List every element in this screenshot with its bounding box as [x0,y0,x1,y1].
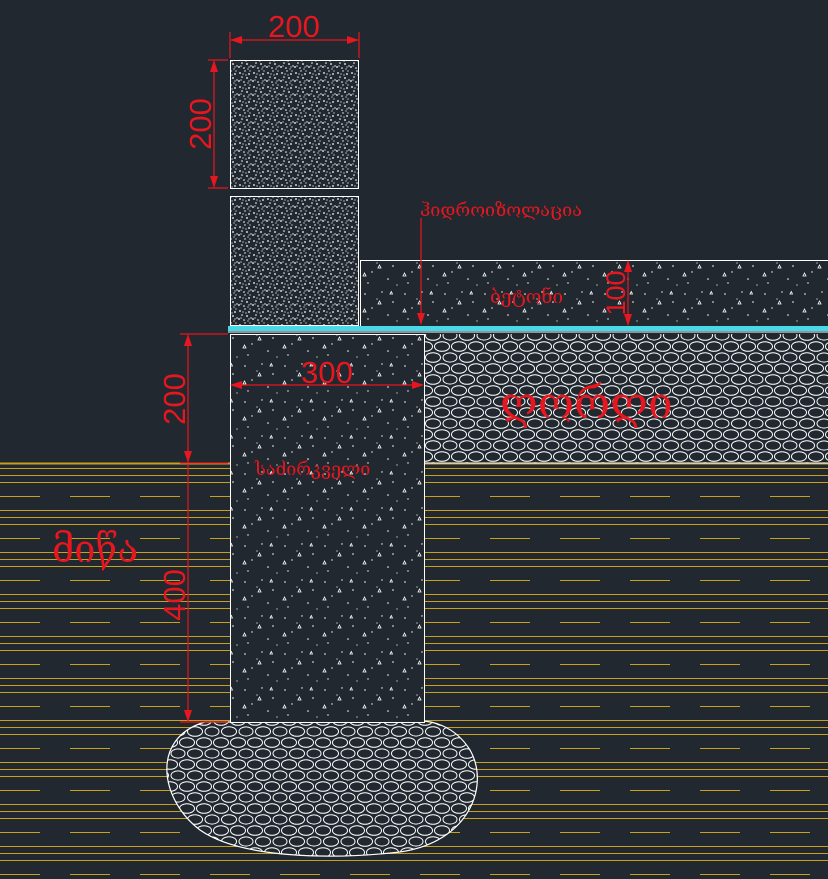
waterproofing-layer [228,326,828,331]
dim-slab-thickness: 100 [601,270,631,315]
dim-footing-width: 300 [301,355,353,390]
wall-block-upper [230,60,359,189]
label-waterproofing: ჰიდროიზოლაცია [420,200,582,221]
label-soil: მიწა [52,527,138,571]
foundation-footing [230,334,425,723]
dim-below-ground: 400 [157,569,192,621]
label-concrete: ბეტონი [490,286,563,308]
dim-above-ground: 200 [157,373,192,425]
gravel-layer [425,334,828,463]
footing-gravel-cushion [166,720,478,857]
label-gravel: ღორღი [500,378,673,429]
dim-block-height: 200 [183,98,218,150]
label-foundation: საძირკველი [254,459,370,480]
wall-block-lower [230,196,359,326]
concrete-slab [360,260,828,327]
dim-block-width: 200 [268,9,320,44]
